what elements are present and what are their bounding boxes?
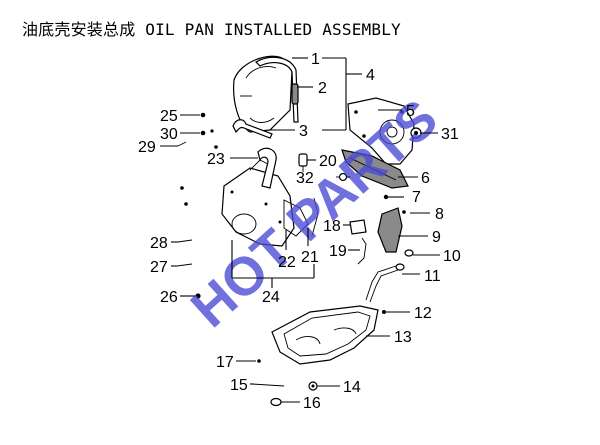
- bolt-29: [177, 141, 187, 147]
- bolt-extra: [180, 145, 218, 206]
- callout-19: 19: [329, 243, 347, 260]
- oil-pump-housing: [221, 159, 295, 247]
- callout-25: 25: [160, 108, 178, 125]
- callout-24: 24: [262, 289, 280, 306]
- bolt-7: [383, 194, 389, 200]
- oil-pan: [271, 305, 379, 365]
- leader-lines: [160, 57, 440, 403]
- callout-29: 29: [138, 139, 156, 156]
- callout-32: 32: [296, 170, 314, 187]
- callout-23: 23: [207, 151, 225, 168]
- callout-21: 21: [301, 249, 319, 266]
- callout-12: 12: [414, 305, 432, 322]
- cover-gasket-strip: [255, 56, 299, 123]
- bolt-27: [176, 263, 193, 267]
- callout-1: 1: [311, 51, 320, 68]
- callout-30: 30: [160, 126, 178, 143]
- gasket-15: [251, 383, 285, 387]
- callout-numbers: 1 2 3 4 5 6 7 8 9 10 11 12 13 14 15 16 1…: [138, 51, 461, 412]
- bracket-8-9: [377, 207, 406, 253]
- bolt-30: [200, 129, 214, 136]
- timing-cover-upper: [233, 55, 293, 133]
- callout-15: 15: [230, 377, 248, 394]
- callout-22: 22: [278, 254, 296, 271]
- callout-8: 8: [435, 206, 444, 223]
- oil-baffle-plate: [341, 149, 409, 189]
- callout-18: 18: [323, 218, 341, 235]
- bolt-12: [382, 310, 386, 314]
- callout-13: 13: [394, 329, 412, 346]
- callout-20: 20: [319, 153, 337, 170]
- callout-9: 9: [432, 229, 441, 246]
- bolt-26: [195, 293, 201, 299]
- callout-10: 10: [443, 248, 461, 265]
- callout-17: 17: [216, 354, 234, 371]
- bolt-25: [200, 112, 206, 118]
- rear-cover: [347, 97, 415, 165]
- watermark: HOT PARTS: [180, 88, 449, 339]
- callout-2: 2: [318, 80, 327, 97]
- seal-strip: [232, 119, 273, 139]
- small-seal: [291, 83, 299, 105]
- callout-28: 28: [150, 235, 168, 252]
- diagram-title: 油底壳安装总成 OIL PAN INSTALLED ASSEMBLY: [22, 20, 401, 39]
- callout-3: 3: [299, 123, 308, 140]
- bolt-17: [257, 359, 261, 363]
- callout-16: 16: [303, 395, 321, 412]
- drain-plug-14: [308, 381, 318, 391]
- callout-26: 26: [160, 289, 178, 306]
- seal-ring: [257, 147, 319, 237]
- callout-31: 31: [441, 126, 459, 143]
- washer-10: [404, 249, 414, 257]
- callout-6: 6: [421, 170, 430, 187]
- callout-4: 4: [366, 67, 375, 84]
- bracket-18: [349, 219, 367, 235]
- callout-27: 27: [150, 259, 168, 276]
- callout-7: 7: [412, 189, 421, 206]
- bracket-19: [357, 237, 367, 265]
- bolt-28: [177, 239, 193, 243]
- callout-11: 11: [424, 268, 441, 285]
- callout-14: 14: [343, 379, 361, 396]
- oil-strainer-tube: [365, 263, 405, 303]
- washer-16: [270, 397, 282, 407]
- callout-5: 5: [406, 103, 415, 120]
